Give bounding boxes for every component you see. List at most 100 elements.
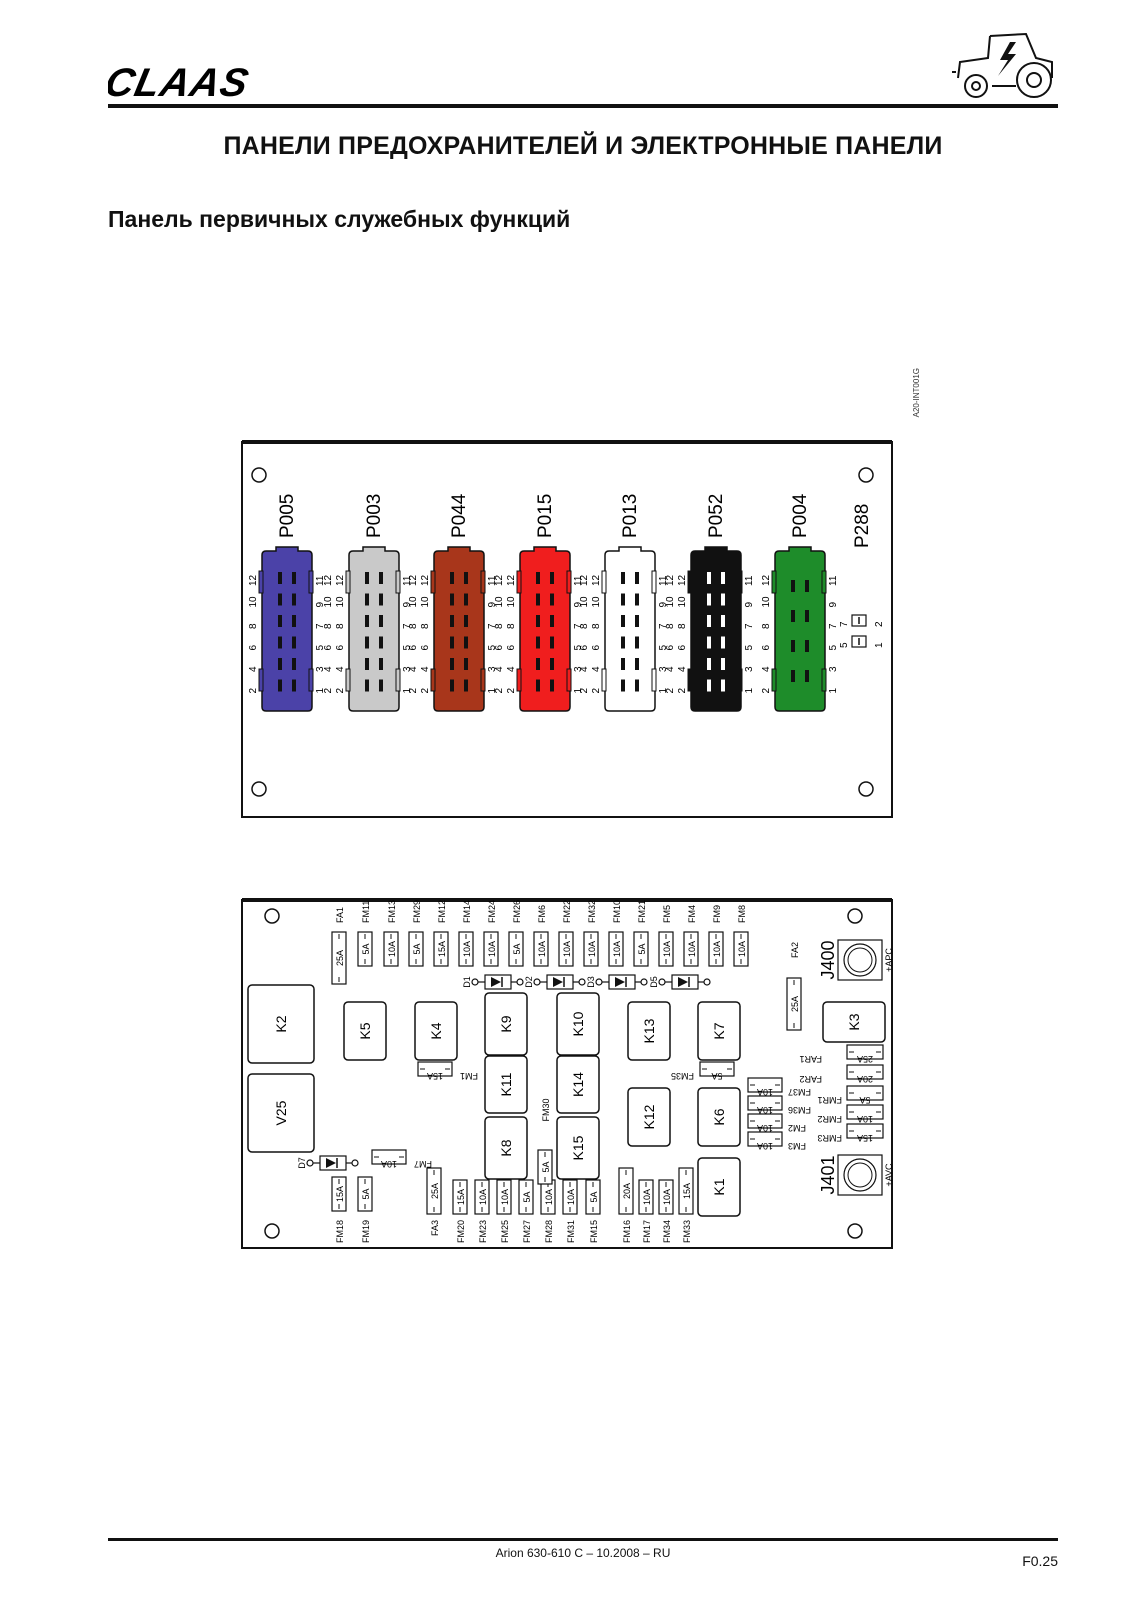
fuse-name: FM35: [671, 1071, 694, 1081]
pin: [707, 636, 711, 649]
pin-number: 2: [761, 688, 772, 694]
pin: [450, 679, 454, 692]
pin: [707, 679, 711, 692]
mounting-hole: [847, 1223, 863, 1239]
relay-label: K4: [428, 1022, 444, 1039]
pin-number: 5: [828, 645, 839, 651]
fuse-rating: 15A: [857, 1133, 873, 1143]
pin-number: 8: [665, 623, 676, 629]
pin-number: 2: [665, 688, 676, 694]
fuse-rating: 25A: [790, 996, 800, 1012]
fuse-rating: 10A: [462, 941, 472, 957]
pin: [292, 593, 296, 606]
relay-label: K5: [357, 1022, 373, 1039]
pin-number: 2: [323, 688, 334, 694]
connector-label: P003: [364, 494, 385, 538]
pin-number: 4: [248, 666, 259, 672]
pin: [536, 679, 540, 692]
pin-number: 8: [677, 623, 688, 629]
pin: [464, 636, 468, 649]
diode-label: D5: [649, 976, 659, 988]
fuse-name: FM29: [412, 900, 422, 923]
pin-number: 8: [494, 623, 505, 629]
fuse-rating: 5A: [522, 1191, 532, 1202]
pin-number: 3: [402, 666, 413, 672]
section-title: Панель первичных служебных функций: [108, 206, 571, 232]
pin-number: 8: [323, 623, 334, 629]
pin: [805, 580, 809, 592]
pin-number: 1: [487, 688, 498, 694]
pin-number: 10: [591, 596, 602, 608]
fuse-name: FM8: [737, 905, 747, 923]
pin: [365, 593, 369, 606]
pin-number: 5: [744, 645, 755, 651]
pin-number: 2: [335, 688, 346, 694]
pin: [550, 658, 554, 670]
fuse-rating: 10A: [662, 1189, 672, 1205]
pin-number: 3: [828, 666, 839, 672]
fuse-name: FM30: [541, 1098, 551, 1121]
fuse-name: FM28: [544, 1220, 554, 1243]
pin: [464, 615, 468, 627]
pin: [707, 593, 711, 606]
pin: [721, 615, 725, 627]
pin-number: 9: [658, 602, 669, 608]
pin-number: 6: [323, 645, 334, 651]
pin: [721, 658, 725, 670]
pin-number: 5: [402, 645, 413, 651]
pin-number: 7: [828, 623, 839, 629]
pin: [450, 658, 454, 670]
fuse-rating: 10A: [757, 1105, 773, 1115]
pin: [621, 572, 625, 584]
pin-number: 6: [761, 645, 772, 651]
pin: [721, 593, 725, 606]
relay-label: K11: [498, 1072, 514, 1096]
pin: [550, 572, 554, 584]
connector-label: P288: [852, 504, 873, 548]
pin: [292, 636, 296, 649]
mounting-hole: [264, 908, 280, 924]
fuse-rating: 10A: [487, 941, 497, 957]
connector-housing: [261, 546, 313, 712]
pin-number: 5: [839, 642, 850, 648]
pin-number: 12: [506, 574, 517, 586]
pin-number: 9: [402, 602, 413, 608]
pin-number: 2: [248, 688, 259, 694]
relay-k5: K5: [343, 1001, 387, 1061]
fuse-rating: 5A: [512, 943, 522, 954]
relay-label: K9: [498, 1015, 514, 1032]
connector-housing: [519, 546, 571, 712]
stud-polarity: +AVC: [884, 1163, 894, 1187]
pin: [365, 615, 369, 627]
relay-k6: K6: [697, 1087, 741, 1147]
relay-label: K8: [498, 1139, 514, 1156]
pin-number: 10: [677, 596, 688, 608]
pin: [721, 679, 725, 692]
pin: [635, 636, 639, 649]
stud-j401: J401+AVC: [818, 1154, 894, 1196]
pin: [635, 572, 639, 584]
fuse-rating: 15A: [682, 1183, 692, 1199]
fuse-rating: 10A: [662, 941, 672, 957]
pin-number: 4: [579, 666, 590, 672]
pin-number: 12: [761, 574, 772, 586]
fuse-name: FM2: [788, 1123, 806, 1133]
pin-number: 6: [506, 645, 517, 651]
pin-number: 6: [677, 645, 688, 651]
pin-number: 9: [573, 602, 584, 608]
